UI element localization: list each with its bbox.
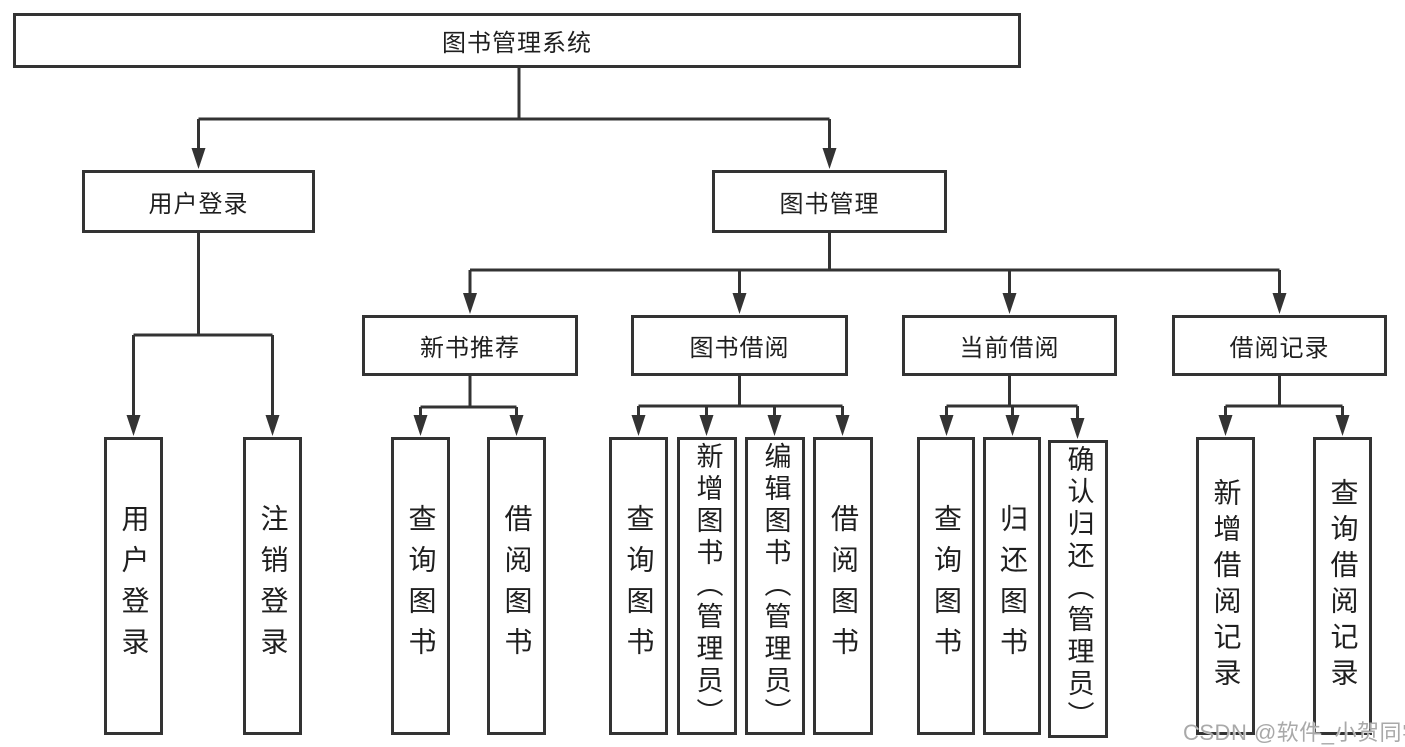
leaf-current-confirm-return-admin: 确认归还（管理员） [1048, 440, 1108, 738]
leaf-current-query-books: 查询图书 [917, 437, 975, 735]
leaf-label: 查询图书 [623, 504, 655, 668]
leaf-label: 新增图书（管理员） [692, 442, 723, 730]
leaf-borrowing-add-books-admin: 新增图书（管理员） [677, 437, 737, 735]
leaf-label: 查询图书 [931, 504, 962, 668]
leaf-borrowing-edit-books-admin: 编辑图书（管理员） [745, 437, 805, 735]
leaf-current-return-books: 归还图书 [983, 437, 1041, 735]
leaf-recommend-borrow-books: 借阅图书 [487, 437, 546, 735]
leaf-label: 注销登录 [257, 504, 289, 668]
node-label: 新书推荐 [420, 335, 520, 362]
leaf-logout: 注销登录 [243, 437, 302, 735]
leaf-label: 归还图书 [997, 504, 1028, 668]
leaf-borrowing-query-books: 查询图书 [609, 437, 668, 735]
connector-records-children [1218, 376, 1350, 436]
leaf-records-add-record: 新增借阅记录 [1196, 437, 1255, 735]
leaf-label: 编辑图书（管理员） [760, 442, 791, 730]
node-user-login: 用户登录 [82, 170, 315, 233]
connector-recommendation-children [413, 376, 524, 436]
leaf-label: 借阅图书 [828, 504, 859, 668]
node-label: 借阅记录 [1229, 335, 1330, 362]
node-label: 图书管理 [779, 191, 880, 218]
leaf-label: 查询图书 [405, 504, 437, 668]
node-label: 图书管理系统 [442, 30, 592, 57]
leaf-records-query-record: 查询借阅记录 [1313, 437, 1372, 735]
connector-borrowing-children [631, 376, 850, 436]
connector-user-login-children [126, 233, 280, 436]
node-label: 用户登录 [148, 191, 249, 218]
leaf-label: 用户登录 [118, 504, 150, 668]
csdn-watermark: CSDN @软件_小贺同学 [1183, 720, 1405, 745]
leaf-label: 借阅图书 [501, 504, 533, 668]
leaf-label: 新增借阅记录 [1210, 478, 1242, 694]
connector-book-management-children [463, 233, 1287, 314]
node-label: 图书借阅 [689, 335, 790, 362]
leaf-user-login: 用户登录 [104, 437, 163, 735]
node-library-management-system: 图书管理系统 [13, 13, 1021, 68]
node-label: 当前借阅 [959, 335, 1060, 362]
node-new-book-recommendation: 新书推荐 [362, 315, 578, 376]
node-book-borrowing: 图书借阅 [631, 315, 848, 376]
node-borrowing-records: 借阅记录 [1172, 315, 1387, 376]
node-current-borrowing: 当前借阅 [902, 315, 1117, 376]
node-book-management: 图书管理 [712, 170, 947, 233]
leaf-label: 查询借阅记录 [1327, 478, 1359, 694]
connector-current-borrowing-children [939, 376, 1085, 439]
leaf-label: 确认归还（管理员） [1063, 445, 1094, 733]
leaf-borrowing-borrow-books: 借阅图书 [813, 437, 873, 735]
leaf-recommend-query-books: 查询图书 [391, 437, 450, 735]
connector-root-to-level2 [191, 68, 837, 169]
